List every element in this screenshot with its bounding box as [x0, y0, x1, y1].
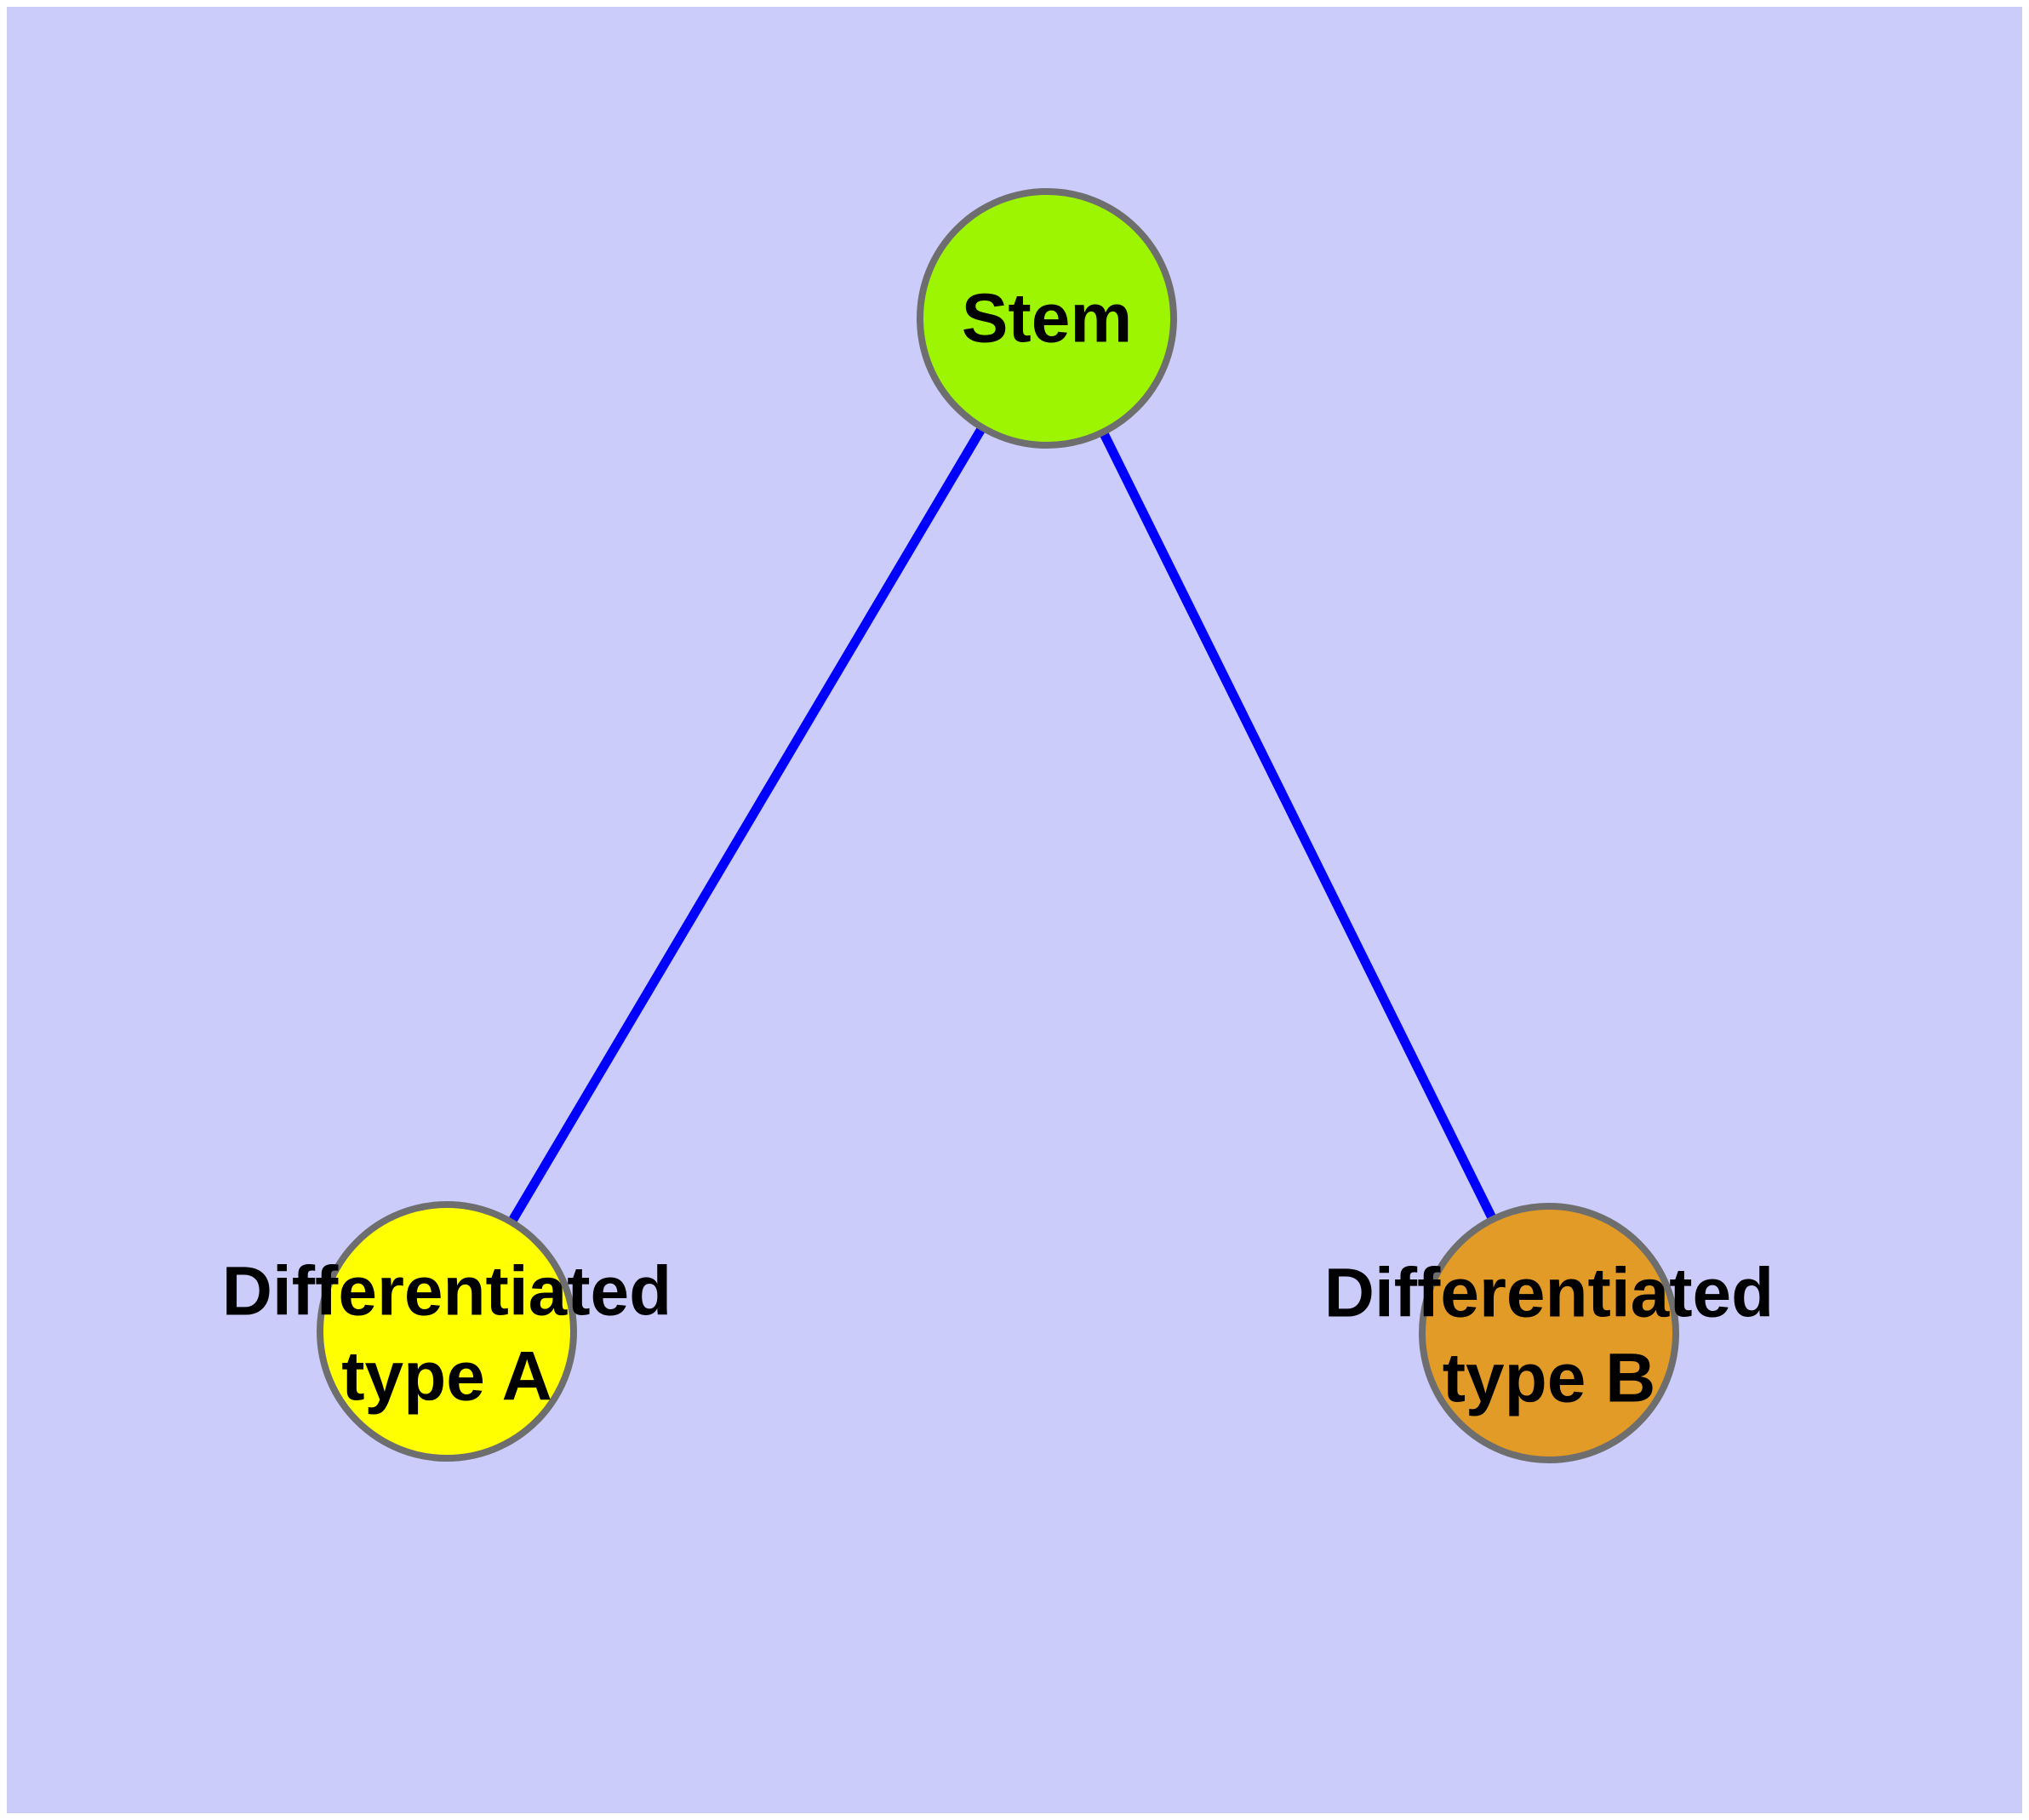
node-differentiated-type-b-label-line-2: type B [1443, 1340, 1656, 1417]
node-differentiated-type-a-label-line-2: type A [341, 1338, 552, 1416]
node-stem[interactable]: Stem [917, 188, 1177, 449]
node-differentiated-type-a-circle[interactable] [317, 1201, 577, 1462]
node-layer: Stem Differentiated type A Differentiate… [222, 188, 1775, 1463]
node-differentiated-type-b[interactable]: Differentiated type B [1324, 1203, 1775, 1463]
node-stem-circle[interactable] [917, 188, 1177, 449]
node-stem-label: Stem [962, 280, 1133, 358]
node-differentiated-type-b-circle[interactable] [1419, 1203, 1679, 1463]
node-differentiated-type-a-label-line-1: Differentiated [222, 1253, 672, 1331]
node-differentiated-type-b-label-line-1: Differentiated [1324, 1255, 1775, 1332]
edge-stem-to-differentiated-type-a[interactable] [507, 425, 986, 1225]
edge-layer [507, 425, 1497, 1225]
node-differentiated-type-a[interactable]: Differentiated type A [222, 1201, 672, 1462]
edge-stem-to-differentiated-type-b[interactable] [1099, 430, 1497, 1222]
